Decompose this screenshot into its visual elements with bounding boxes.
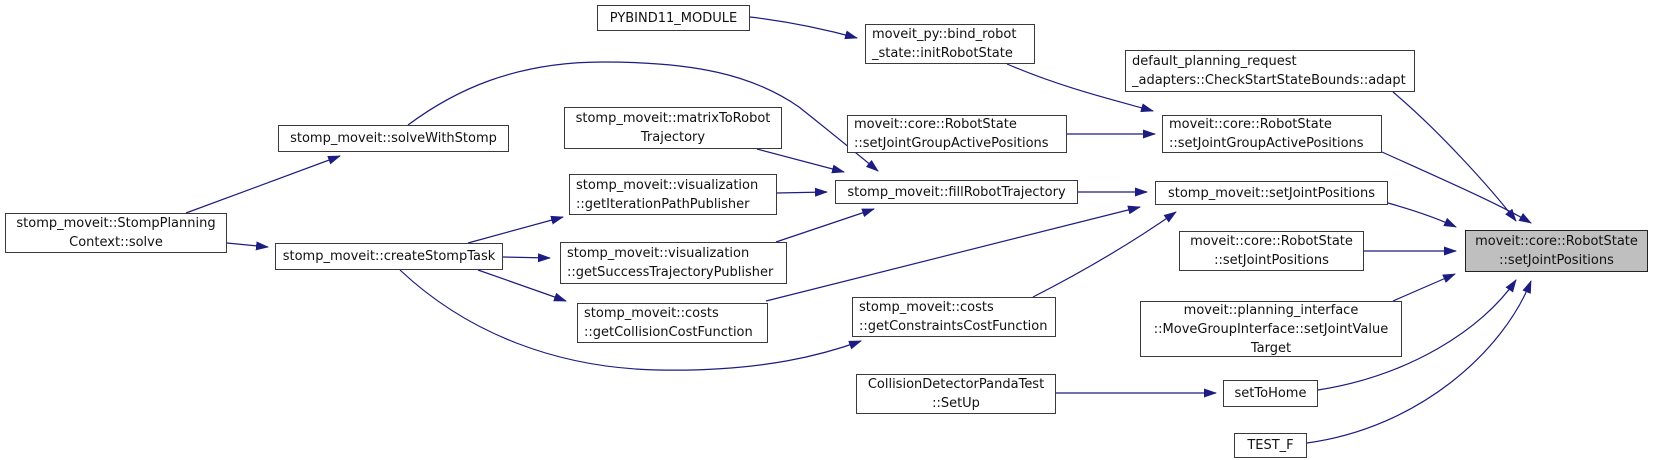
node-label-line: setToHome [1234, 386, 1307, 401]
node-label-line: moveit::core::RobotState [854, 117, 1017, 132]
node-set-joint-group-active-positions-1[interactable]: moveit::core::RobotState::setJointGroupA… [847, 115, 1067, 153]
node-label-line: stomp_moveit::costs [859, 300, 994, 315]
node-pybind11-module[interactable]: PYBIND11_MODULE [597, 5, 750, 31]
edge-set-joint-value-target-to-robot-state-set-joint-positions-target [1392, 273, 1456, 302]
node-label-line: stomp_moveit::fillRobotTrajectory [847, 184, 1066, 200]
edge-stomp-planning-context-solve-to-solve-with-stomp [185, 155, 341, 214]
edge-matrix-to-robot-trajectory-to-fill-robot-trajectory [756, 148, 845, 174]
node-fill-robot-trajectory[interactable]: stomp_moveit::fillRobotTrajectory [835, 180, 1078, 204]
node-label-line: moveit::core::RobotState [1190, 234, 1353, 249]
node-label-line: PYBIND11_MODULE [609, 10, 738, 26]
node-label-line: Target [1250, 340, 1292, 356]
node-label-line: ::setJointPositions [1214, 253, 1329, 268]
edge-init-robot-state-to-set-joint-group-active-positions-2 [1006, 63, 1154, 113]
node-set-joint-group-active-positions-2[interactable]: moveit::core::RobotState::setJointGroupA… [1162, 115, 1382, 153]
edge-create-stomp-task-to-get-success-trajectory-publisher [502, 253, 551, 263]
node-label-line: ::SetUp [932, 396, 980, 411]
node-collision-detector-panda-test-setup[interactable]: CollisionDetectorPandaTest::SetUp [856, 374, 1056, 414]
edge-pybind11-module-to-init-robot-state [749, 16, 858, 40]
node-create-stomp-task[interactable]: stomp_moveit::createStompTask [275, 243, 503, 270]
node-set-joint-value-target[interactable]: moveit::planning_interface::MoveGroupInt… [1140, 301, 1402, 357]
node-label-line: stomp_moveit::StompPlanning [16, 216, 216, 231]
node-label-line: ::getSuccessTrajectoryPublisher [567, 265, 774, 280]
edge-check-start-state-bounds-adapt-to-robot-state-set-joint-positions-target [1392, 91, 1517, 222]
node-stomp-set-joint-positions[interactable]: stomp_moveit::setJointPositions [1155, 181, 1388, 205]
node-get-iteration-path-publisher[interactable]: stomp_moveit::visualization::getIteratio… [569, 174, 777, 215]
node-label-line: stomp_moveit::costs [584, 306, 719, 321]
edge-test-f-to-robot-state-set-joint-positions-target [1306, 280, 1532, 444]
edge-set-joint-group-active-positions-2-to-robot-state-set-joint-positions-target [1381, 151, 1532, 224]
node-label-line: Trajectory [640, 130, 706, 145]
node-get-success-trajectory-publisher[interactable]: stomp_moveit::visualization::getSuccessT… [560, 242, 787, 284]
node-label-line: TEST_F [1247, 438, 1294, 453]
node-label-line: stomp_moveit::visualization [567, 246, 750, 261]
node-get-collision-cost-function[interactable]: stomp_moveit::costs::getCollisionCostFun… [577, 303, 768, 343]
node-label-line: moveit_py::bind_robot [872, 27, 1017, 42]
node-label-line: ::MoveGroupInterface::setJointValue [1153, 321, 1389, 337]
node-robot-state-set-joint-positions-caller[interactable]: moveit::core::RobotState::setJointPositi… [1179, 231, 1364, 271]
node-label-line: _state::initRobotState [872, 46, 1013, 61]
edge-get-constraints-cost-function-to-stomp-set-joint-positions [1032, 211, 1177, 298]
node-label-line: Context::solve [69, 235, 163, 250]
node-init-robot-state[interactable]: moveit_py::bind_robot_state::initRobotSt… [865, 24, 1035, 64]
edge-create-stomp-task-to-get-constraints-cost-function [399, 269, 862, 371]
node-label-line: default_planning_request [1132, 54, 1297, 69]
node-label-line: ::getConstraintsCostFunction [859, 319, 1048, 334]
edge-create-stomp-task-to-get-collision-cost-function [477, 269, 567, 302]
node-label-line: ::setJointGroupActivePositions [854, 136, 1049, 151]
edge-get-collision-cost-function-to-stomp-set-joint-positions [765, 205, 1141, 302]
node-label-line: stomp_moveit::solveWithStomp [290, 131, 497, 146]
node-get-constraints-cost-function[interactable]: stomp_moveit::costs::getConstraintsCostF… [852, 297, 1056, 337]
node-label-line: moveit::planning_interface [1183, 302, 1359, 318]
edge-create-stomp-task-to-get-iteration-path-publisher [467, 215, 564, 244]
node-check-start-state-bounds-adapt[interactable]: default_planning_request_adapters::Check… [1125, 50, 1415, 92]
node-label-line: moveit::core::RobotState [1169, 117, 1332, 132]
node-label-line: stomp_moveit::setJointPositions [1167, 185, 1375, 201]
node-label-line: ::getIterationPathPublisher [576, 196, 750, 212]
node-label-line: ::getCollisionCostFunction [584, 325, 753, 340]
edge-stomp-set-joint-positions-to-robot-state-set-joint-positions-target [1387, 202, 1457, 228]
edge-get-iteration-path-publisher-to-fill-robot-trajectory [776, 187, 828, 197]
node-test-f[interactable]: TEST_F [1234, 433, 1307, 458]
node-solve-with-stomp[interactable]: stomp_moveit::solveWithStomp [278, 125, 509, 152]
node-label-line: CollisionDetectorPandaTest [867, 377, 1045, 392]
edge-solve-with-stomp-to-fill-robot-trajectory [407, 61, 879, 172]
node-set-to-home[interactable]: setToHome [1223, 380, 1318, 407]
node-label-line: ::setJointGroupActivePositions [1169, 136, 1364, 151]
node-robot-state-set-joint-positions-target: moveit::core::RobotState::setJointPositi… [1465, 230, 1648, 272]
node-label-line: moveit::core::RobotState [1475, 234, 1638, 249]
node-label-line: stomp_moveit::createStompTask [282, 249, 496, 264]
edge-stomp-planning-context-solve-to-create-stomp-task [226, 241, 269, 251]
node-label-line: stomp_moveit::visualization [576, 177, 759, 193]
edge-get-success-trajectory-publisher-to-fill-robot-trajectory [775, 208, 875, 243]
node-label-line: stomp_moveit::matrixToRobot [575, 111, 771, 126]
edge-set-to-home-to-robot-state-set-joint-positions-target [1317, 279, 1517, 391]
node-label-line: ::setJointPositions [1499, 253, 1614, 268]
node-label-line: _adapters::CheckStartStateBounds::adapt [1132, 73, 1406, 88]
